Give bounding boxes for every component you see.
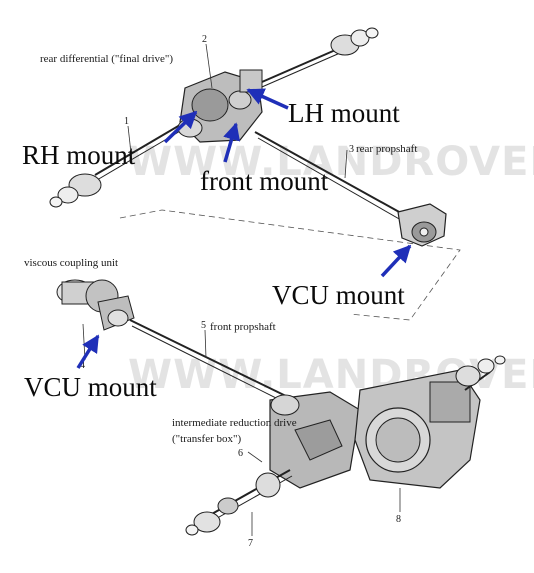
arrow-vcu-mount-lower xyxy=(76,334,100,369)
label-viscous-coupling: viscous coupling unit xyxy=(24,257,118,269)
callout-2: 2 xyxy=(202,34,207,45)
front-right-cv-joint xyxy=(455,355,506,387)
rear-vcu-bracket xyxy=(397,203,447,247)
callout-8: 8 xyxy=(396,514,401,525)
annotation-arrows xyxy=(76,88,412,369)
callout-4: 4 xyxy=(80,360,85,371)
front-assembly xyxy=(56,279,506,536)
label-front-propshaft: front propshaft xyxy=(210,321,276,333)
callout-7: 7 xyxy=(248,538,253,549)
rear-differential-housing xyxy=(177,69,263,143)
gearbox-housing xyxy=(354,369,481,489)
arrow-rh-mount xyxy=(163,110,198,144)
annotation-vcu-mount-upper: VCU mount xyxy=(272,280,405,310)
callout-5: 5 xyxy=(201,320,206,331)
arrow-front-mount xyxy=(223,122,241,163)
lower-left-cv-joint xyxy=(49,173,102,208)
annotation-rh-mount: RH mount xyxy=(22,140,136,170)
annotation-vcu-mount-lower: VCU mount xyxy=(24,372,157,402)
label-rear-propshaft: rear propshaft xyxy=(356,143,417,155)
watermark-upper: WWW.LANDROVERS.RU xyxy=(128,139,534,185)
viscous-coupling-unit xyxy=(56,279,135,331)
arrow-lh-mount xyxy=(246,88,289,110)
front-left-cv-joint xyxy=(185,472,281,536)
upper-right-cv-joint xyxy=(330,27,379,56)
arrow-vcu-mount-upper xyxy=(380,244,412,278)
callout-3: 3 xyxy=(349,144,354,155)
callout-1: 1 xyxy=(124,116,129,127)
assembly-boundary-dashed xyxy=(119,209,461,321)
label-rear-differential: rear differential ("final drive") xyxy=(40,53,173,65)
leader-lines xyxy=(82,43,401,536)
annotation-front-mount: front mount xyxy=(200,166,329,196)
label-intermediate-line1: intermediate reduction drive xyxy=(172,417,297,429)
callout-6: 6 xyxy=(238,448,243,459)
label-intermediate-line2: ("transfer box") xyxy=(172,433,241,445)
transfer-box xyxy=(269,391,361,489)
annotation-lh-mount: LH mount xyxy=(288,98,400,128)
